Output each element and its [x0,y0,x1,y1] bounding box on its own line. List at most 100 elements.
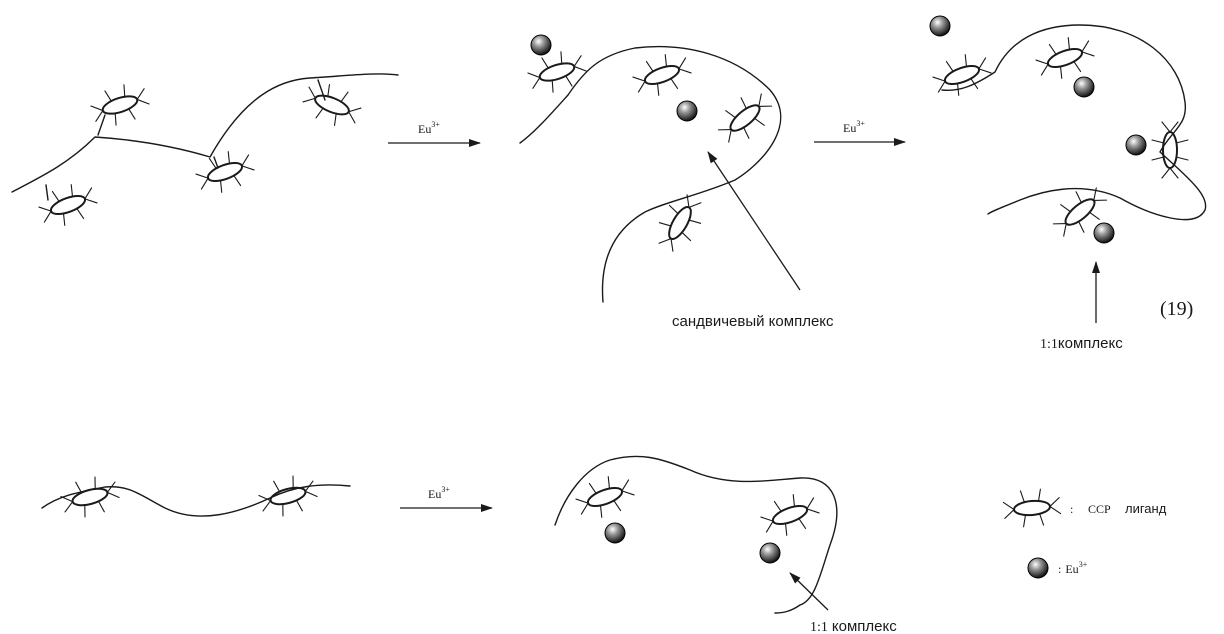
ring-substituent [658,222,672,227]
ring-substituent [560,51,563,65]
ring-substituent [532,77,541,89]
ring-substituent [551,79,554,93]
ring-substituent [1035,59,1049,65]
ring-substituent [136,88,145,100]
ring-substituent [282,503,284,517]
ring-substituent [1019,490,1026,504]
ccp-ligand-icon [38,184,98,226]
pointer-arrow-icon [789,572,829,611]
ring-substituent [1151,139,1165,144]
ring-substituent [784,522,788,536]
ring-substituent [978,68,992,74]
ring-substituent [273,480,281,493]
ring-substituent [304,480,314,492]
scheme-number: (19) [1160,298,1193,320]
ring-substituent [64,501,74,513]
ring-substituent [656,82,660,96]
ring-substituent [798,517,807,530]
ring-substituent [758,93,762,107]
ring-substituent [1023,514,1027,528]
ring-substituent [945,60,954,73]
ring-substituent [668,204,679,215]
ring-substituent [84,504,86,518]
ring-ellipse [101,95,139,115]
ccp-ligand-icon [60,476,120,518]
ring-substituent [75,481,83,494]
ring-substituent [348,111,356,124]
ring-substituent [127,107,136,120]
ring-substituent [527,72,541,79]
ring-substituent [937,80,946,93]
ring-substituent [753,117,765,126]
pointer-arrow-icon [707,151,801,291]
ring-substituent [728,129,732,143]
eu-ion-icon [676,100,698,122]
ring-substituent [678,68,692,74]
ring-substituent [97,500,105,513]
ccp-ligand-icon [658,194,702,252]
ring-substituent [932,76,946,82]
ring-substituent [95,110,104,122]
polymer-chain-bottom-2 [554,455,838,614]
polymer-chain-top-1 [11,73,399,193]
ring-substituent [621,479,630,492]
ring-substituent [613,499,622,512]
ring-substituent [686,194,690,208]
ring-substituent [573,55,582,67]
polymer-chain-top-3 [941,24,1207,221]
ring-substituent [123,84,126,98]
ring-substituent [806,497,815,510]
ring-substituent [38,206,52,212]
chain-branch [213,156,219,169]
ring-ellipse [1013,499,1051,517]
ring-substituent [302,97,316,103]
ring-substituent [765,520,774,533]
ring-substituent [76,207,85,220]
ring-substituent [1081,40,1090,53]
ring-substituent [956,82,960,96]
eu-ion-icon [1093,222,1115,244]
legend-ion-label: :Eu3+ [1058,560,1088,576]
ring-substituent [308,86,316,99]
ring-substituent [200,177,209,190]
ring-substituent [1073,60,1082,73]
eu-ion-icon [604,522,626,544]
ring-substituent [304,490,318,498]
eu-ion-icon [1073,76,1095,98]
ring-substituent [637,80,646,93]
ring-substituent [664,54,668,68]
ring-substituent [136,98,150,105]
ring-ellipse [643,64,681,86]
ring-substituent [1169,121,1179,133]
ring-ellipse [538,62,576,82]
eu-ion-icon [929,15,951,37]
ccp-ligand-icon [1035,37,1095,79]
ccp-ligand-icon [1052,187,1108,237]
ccp-ligand-icon [632,54,692,96]
ring-substituent [1049,505,1062,515]
reagent-label: Eu3+ [418,120,440,136]
ring-substituent [84,187,93,200]
chain-branch [97,114,106,136]
reagent-label: Eu3+ [843,119,865,135]
ring-substituent [1063,223,1067,237]
sandwich-complex-label: сандвичевый комплекс [672,313,834,330]
ring-substituent [1081,51,1095,57]
reagent-label: Eu3+ [428,485,450,501]
ring-substituent [1049,497,1060,507]
ring-substituent [208,157,217,170]
ccp-ligand-icon [575,476,635,518]
ring-substituent [1175,139,1189,144]
eu-ion-icon [759,542,781,564]
ring-substituent [740,97,748,110]
ring-substituent [1067,37,1071,51]
ccp-ligand-icon [258,475,318,517]
ring-substituent [658,238,672,244]
ring-substituent [295,499,303,512]
ring-substituent [792,494,796,508]
ring-substituent [1004,509,1015,519]
ring-substituent [681,231,692,242]
ring-substituent [599,504,603,518]
ring-substituent [717,129,732,131]
